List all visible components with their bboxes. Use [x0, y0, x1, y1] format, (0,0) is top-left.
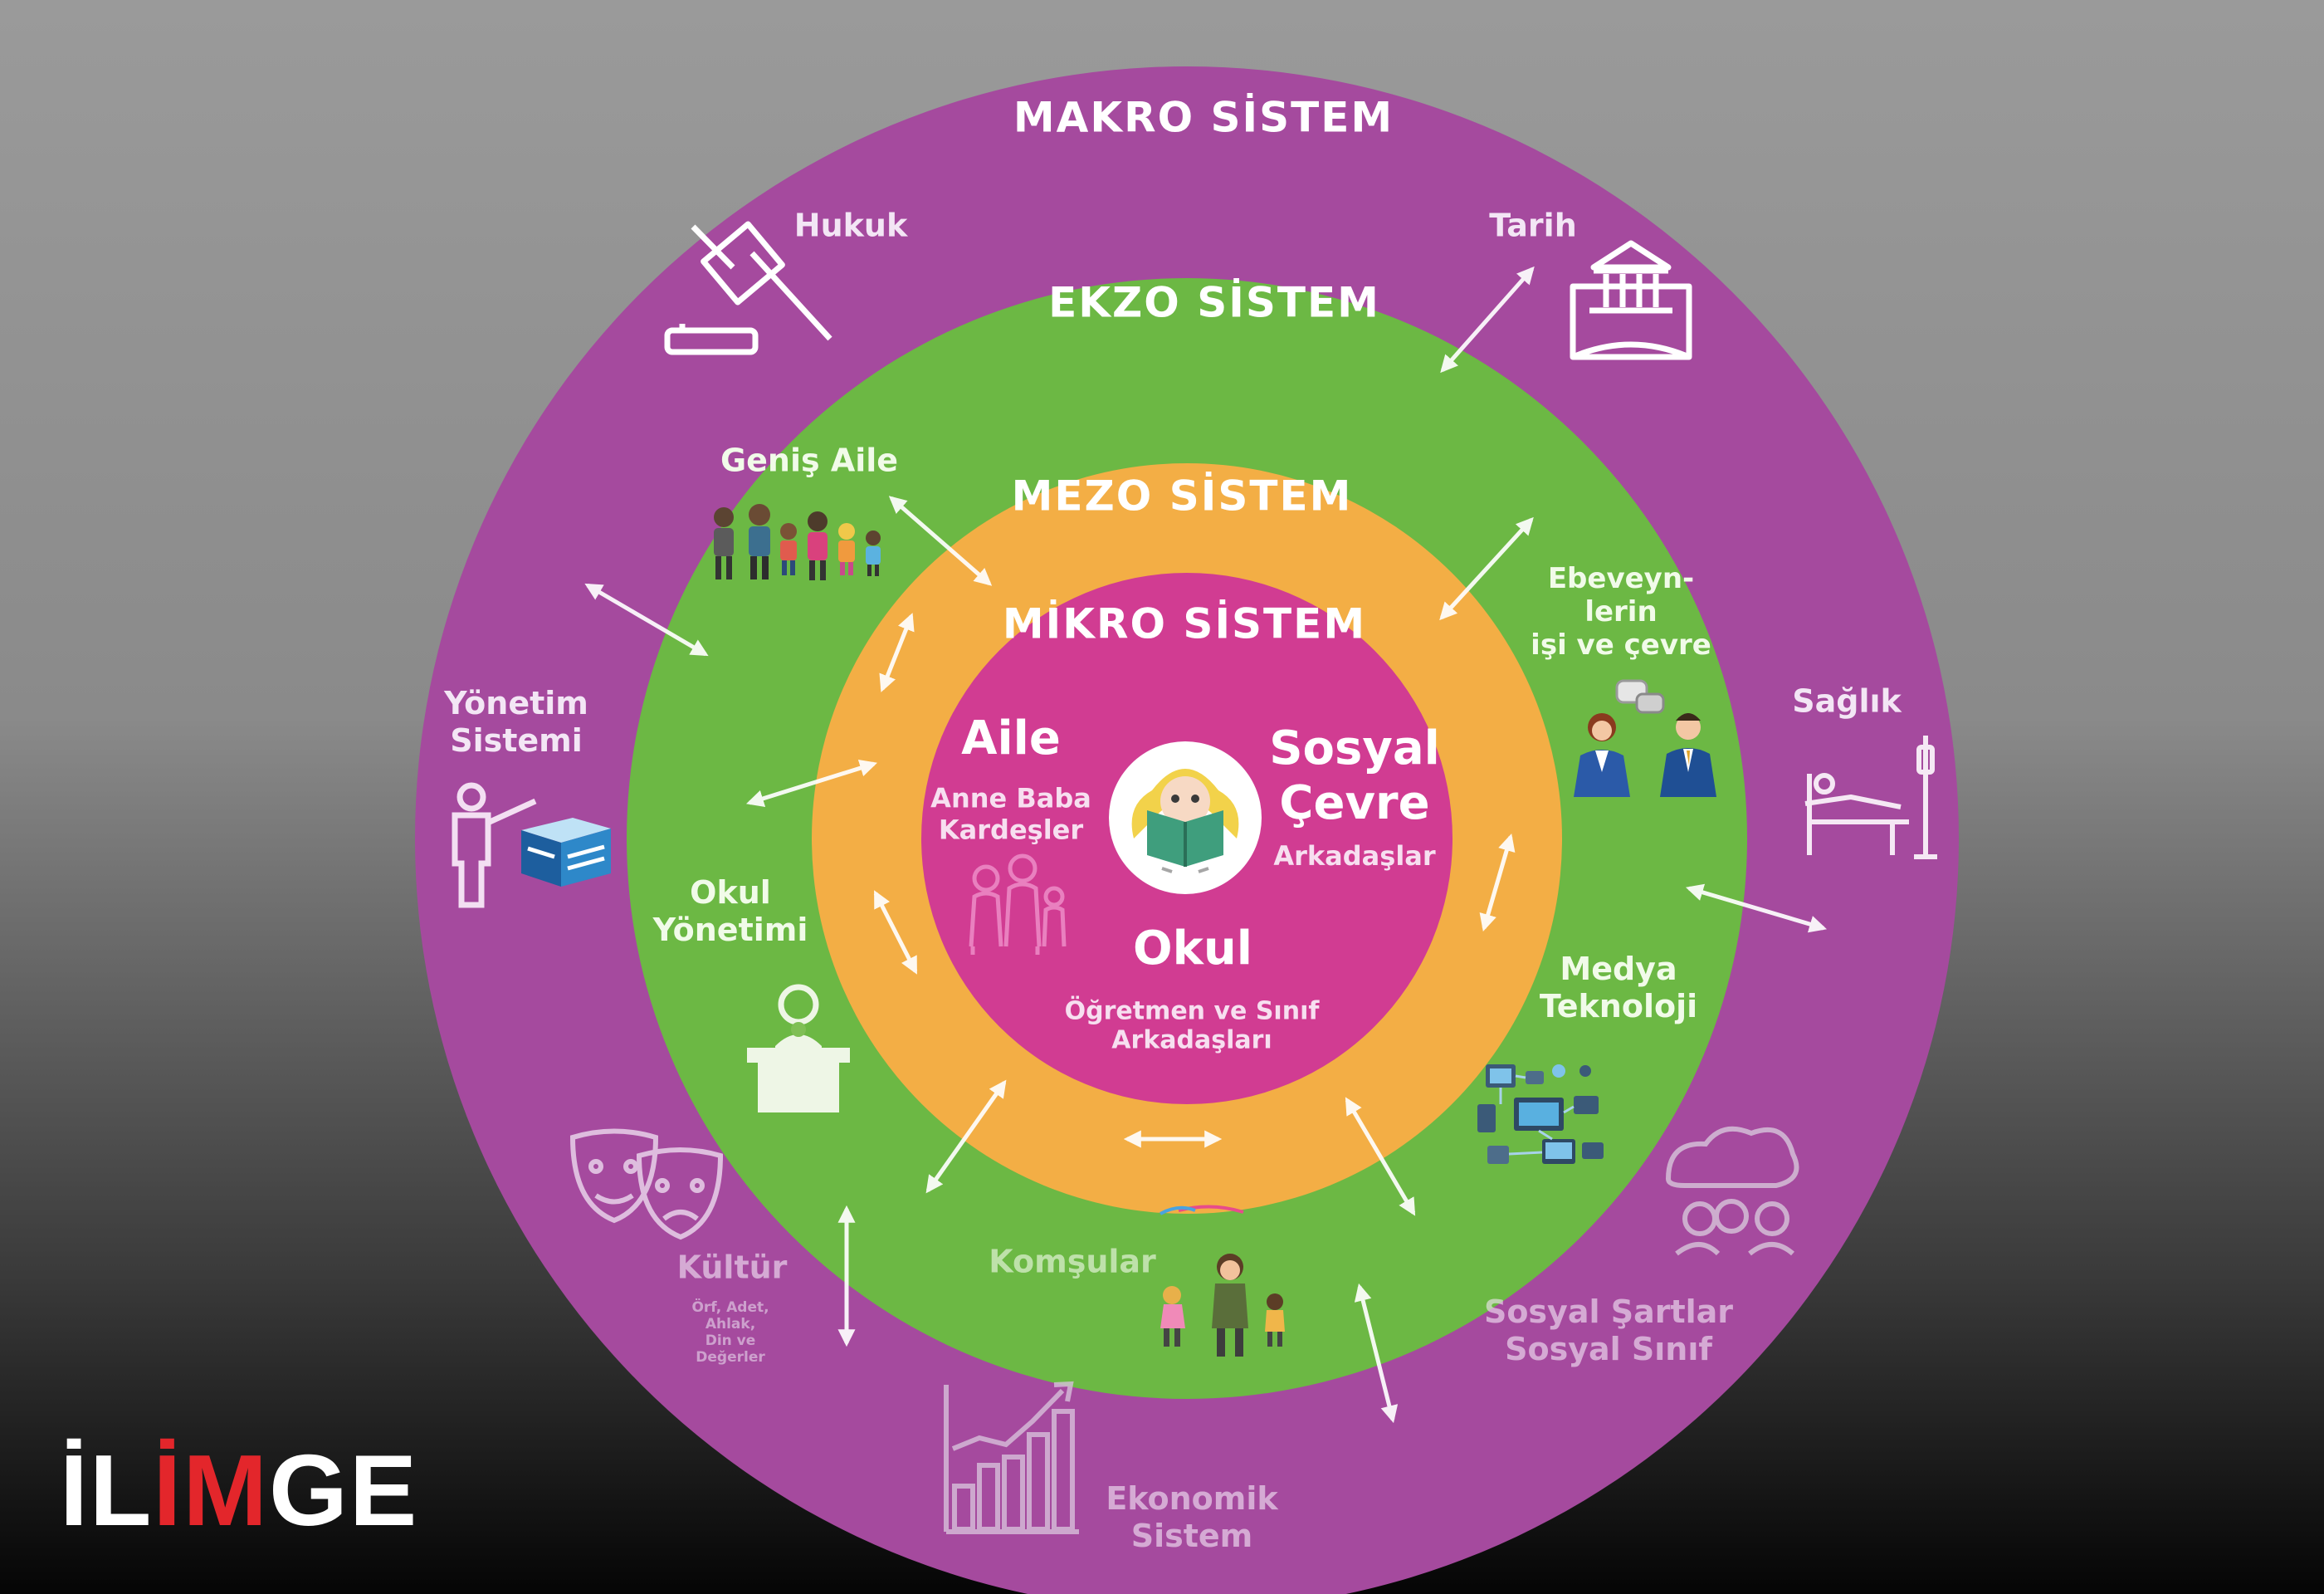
growth-chart-icon — [944, 1381, 1079, 1534]
arrow-mezo-bottom-right — [1345, 1097, 1416, 1216]
ekonomik-line-2: Sistem — [1130, 1518, 1253, 1554]
ekzo-sistem-title: EKZO SİSTEM — [1048, 278, 1380, 327]
hospital-bed-icon — [1804, 736, 1937, 859]
medya-line-2: Teknoloji — [1539, 988, 1698, 1024]
aile-sub-1: Anne Baba — [930, 782, 1091, 814]
aile-label: Aile — [961, 711, 1061, 765]
teacher-board-icon — [452, 782, 611, 908]
relation-arrows — [584, 266, 1828, 1424]
extended-family-icon — [714, 504, 881, 580]
logo-part-2: İM — [153, 1434, 269, 1547]
media-technology-icon — [1477, 1064, 1604, 1164]
ebeveyn-isi-label: Ebeveyn- lerin işi ve çevre — [1531, 562, 1711, 662]
kultur-sub-3: Din ve — [705, 1332, 756, 1349]
aile-sub-2: Kardeşler — [938, 814, 1084, 845]
arrow-saglik — [1685, 883, 1828, 933]
arrow-medya — [1479, 833, 1516, 932]
arrow-komsular — [925, 1079, 1007, 1194]
arrow-mezo-left — [873, 890, 918, 975]
ekonomik-line-1: Ekonomik — [1106, 1480, 1278, 1518]
hukuk-label: Hukuk — [793, 207, 908, 244]
genis-aile-label: Geniş Aile — [720, 442, 899, 479]
kultur-sub-1: Örf, Adet, — [691, 1298, 769, 1316]
logo-part-3: GE — [268, 1434, 419, 1547]
ebeveyn-line-2: lerin — [1584, 594, 1658, 628]
social-class-icon — [1665, 1126, 1799, 1256]
makro-sistem-title: MAKRO SİSTEM — [1013, 93, 1394, 142]
mikro-sistem-title: MİKRO SİSTEM — [1002, 599, 1367, 648]
yonetim-sistemi-label: Yönetim Sistemi — [444, 685, 588, 760]
medya-teknoloji-label: Medya Teknoloji — [1540, 951, 1697, 1025]
gavel-icon — [664, 221, 832, 355]
ekonomik-sistem-label: Ekonomik Sistem — [1106, 1480, 1277, 1555]
podium-icon — [747, 984, 850, 1112]
okul-yonetimi-label: Okul Yönetimi — [653, 874, 808, 949]
okul-sub-label: Öğretmen ve Sınıf Arkadaşları — [1065, 997, 1320, 1056]
arrow-genis-aile — [888, 496, 993, 586]
ebeveyn-line-1: Ebeveyn- — [1547, 561, 1695, 595]
sosyal-sub-label: Arkadaşlar — [1273, 840, 1436, 873]
arrow-okul-yonetimi — [745, 760, 878, 807]
okul-yon-line-2: Yönetimi — [652, 912, 808, 948]
medya-line-1: Medya — [1560, 951, 1677, 988]
okul-sub-2: Arkadaşları — [1111, 1026, 1272, 1055]
okul-sub-1: Öğretmen ve Sınıf — [1064, 996, 1320, 1026]
sosyal-sartlar-label: Sosyal Şartlar Sosyal Sınıf — [1484, 1293, 1733, 1368]
theater-masks-icon — [569, 1128, 724, 1240]
komsular-label: Komşular — [989, 1243, 1156, 1280]
neighbors-icon — [1160, 1205, 1285, 1357]
sosyal-line-1: Sosyal Şartlar — [1483, 1293, 1734, 1331]
family-silhouette-icon — [969, 853, 1067, 955]
kultur-sub-2: Ahlak, — [705, 1315, 756, 1332]
ebeveyn-line-3: işi ve çevre — [1531, 628, 1711, 663]
arrow-tarih — [1440, 266, 1535, 374]
child-reading-icon — [1109, 741, 1262, 894]
arrow-mezo-top-left — [879, 613, 915, 692]
sosyal-line-2: Çevre — [1279, 776, 1430, 830]
arrow-yonetim — [584, 583, 709, 657]
museum-icon — [1570, 240, 1692, 360]
kultur-label: Kültür — [676, 1249, 788, 1286]
okul-yon-line-1: Okul — [690, 874, 771, 912]
ilimge-logo: İLİMGE — [60, 1440, 418, 1541]
sosyal-line-1: Sosyal — [1269, 721, 1440, 775]
okul-label: Okul — [1133, 921, 1252, 975]
kultur-sub-label: Örf, Adet, Ahlak, Din ve Değerler — [691, 1299, 769, 1366]
saglik-label: Sağlık — [1792, 682, 1902, 720]
yonetim-line-1: Yönetim — [444, 685, 588, 722]
mezo-sistem-title: MEZO SİSTEM — [1011, 472, 1353, 521]
arrow-ebeveyn — [1439, 516, 1534, 621]
kultur-sub-4: Değerler — [696, 1349, 765, 1367]
logo-part-1: İL — [60, 1434, 154, 1547]
yonetim-line-2: Sistemi — [450, 722, 583, 759]
aile-sub-label: Anne Baba Kardeşler — [930, 782, 1091, 846]
tarih-label: Tarih — [1489, 207, 1577, 244]
arrow-sosyal-sartlar — [1354, 1283, 1399, 1424]
working-parents-icon — [1574, 679, 1716, 797]
sosyal-line-2: Sosyal Sınıf — [1505, 1331, 1712, 1367]
sosyal-cevre-label: Sosyal Çevre — [1269, 721, 1440, 831]
